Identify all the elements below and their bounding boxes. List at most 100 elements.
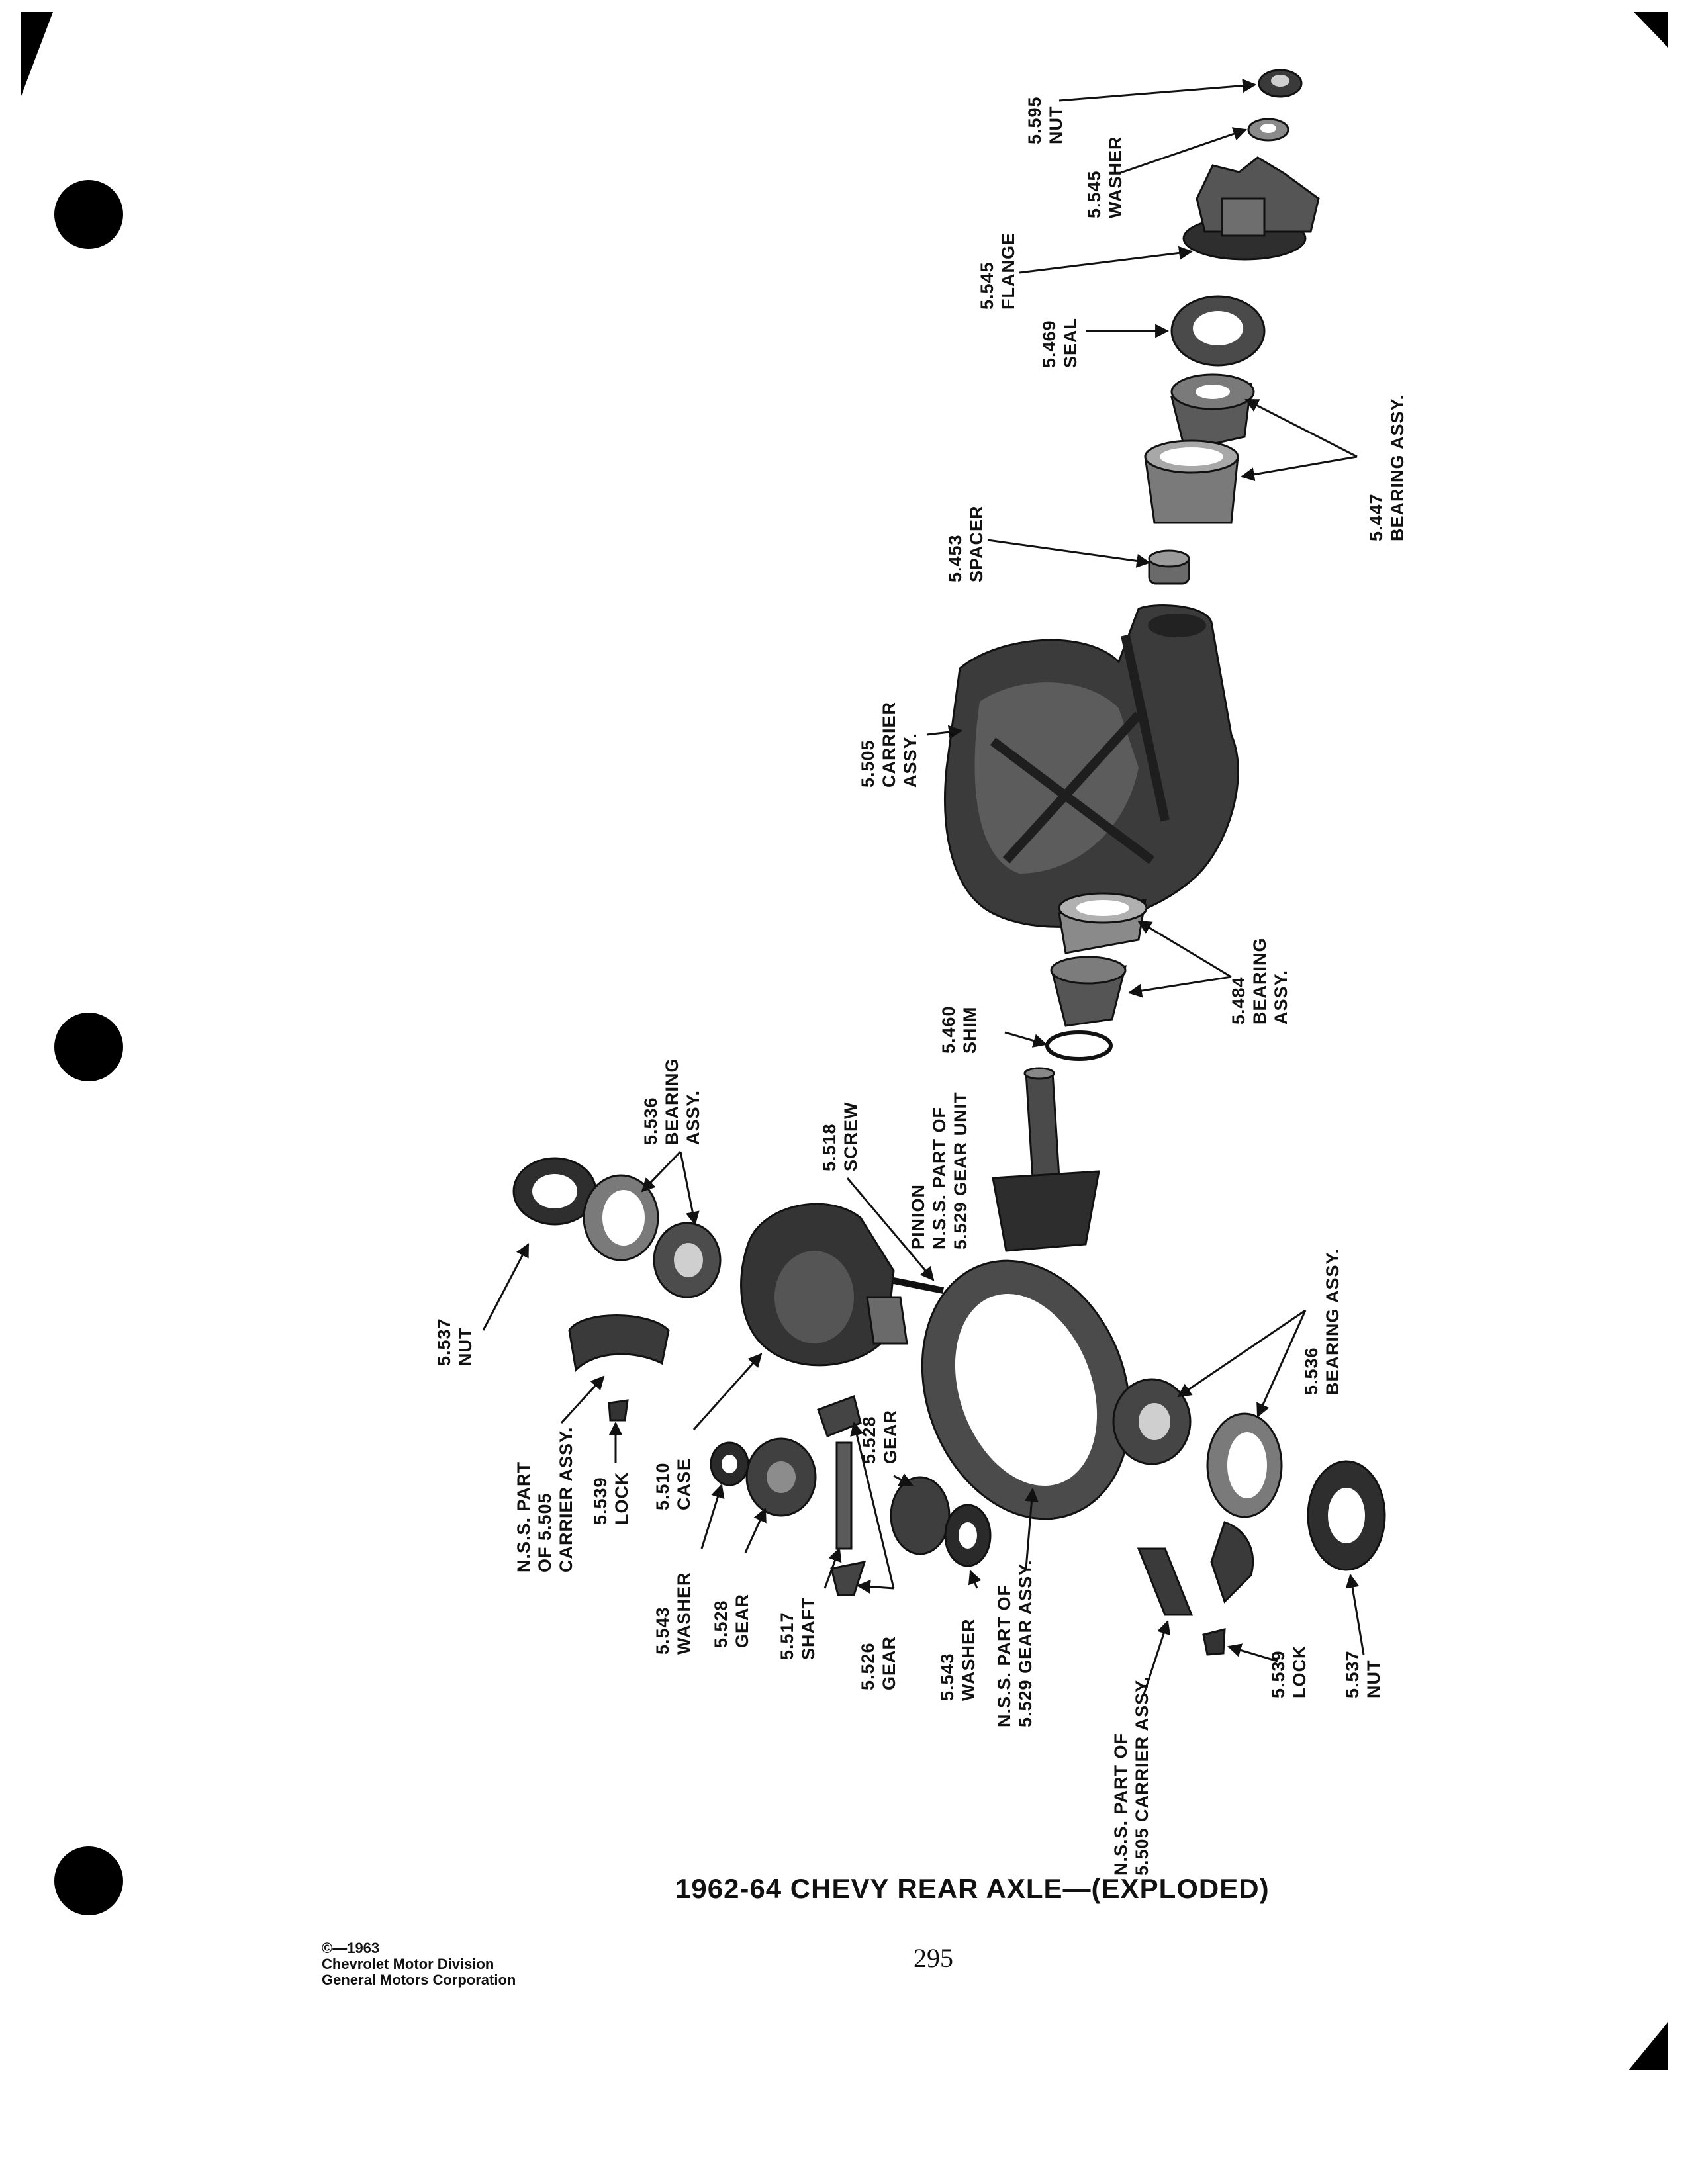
- side-gear-washer-right: [944, 1504, 992, 1567]
- svg-text:5.536: 5.536: [641, 1097, 661, 1145]
- binder-hole-middle: [54, 1013, 123, 1081]
- svg-text:N.S.S. PART OF: N.S.S. PART OF: [929, 1107, 949, 1250]
- page-title: 1962-64 CHEVY REAR AXLE—(EXPLODED): [675, 1873, 1270, 1904]
- svg-text:BEARING: BEARING: [662, 1058, 682, 1145]
- svg-text:SEAL: SEAL: [1060, 318, 1080, 368]
- ring-gear: [921, 1259, 1131, 1520]
- svg-text:5.545: 5.545: [1084, 170, 1104, 218]
- svg-text:ASSY.: ASSY.: [683, 1090, 703, 1145]
- svg-text:GEAR: GEAR: [880, 1410, 900, 1464]
- svg-text:5.529 GEAR ASSY.: 5.529 GEAR ASSY.: [1015, 1559, 1035, 1727]
- svg-text:CARRIER ASSY.: CARRIER ASSY.: [556, 1426, 576, 1572]
- pinion-gear-top: [817, 1395, 862, 1437]
- svg-text:5.517: 5.517: [777, 1612, 797, 1660]
- svg-text:WASHER: WASHER: [1105, 136, 1125, 218]
- callout-5526-gear: 5.526 GEAR: [858, 1636, 899, 1690]
- svg-text:CARRIER: CARRIER: [879, 702, 899, 788]
- side-bearing-cone-left: [653, 1222, 722, 1298]
- callout-5528-gear-upper: 5.528 GEAR: [859, 1410, 900, 1464]
- svg-text:5.460: 5.460: [939, 1005, 959, 1054]
- side-gear-left: [745, 1437, 817, 1517]
- callout-nss-5529-gear-assy: N.S.S. PART OF 5.529 GEAR ASSY.: [994, 1559, 1035, 1727]
- callout-pinion-5529-gear-unit: PINION N.S.S. PART OF 5.529 GEAR UNIT: [908, 1091, 970, 1250]
- svg-text:NUT: NUT: [1046, 106, 1066, 145]
- svg-text:5.505: 5.505: [858, 739, 878, 788]
- callout-5447-bearing-assy: 5.447 BEARING ASSY.: [1366, 394, 1407, 541]
- svg-text:N.S.S. PART: N.S.S. PART: [514, 1461, 534, 1572]
- svg-text:5.537: 5.537: [434, 1318, 454, 1366]
- svg-text:5.539: 5.539: [590, 1477, 610, 1525]
- callout-5510-case: 5.510 CASE: [653, 1458, 694, 1510]
- page-number: 295: [914, 1943, 953, 1973]
- svg-text:5.505 CARRIER ASSY.: 5.505 CARRIER ASSY.: [1132, 1676, 1152, 1876]
- copyright-line: ©—1963: [322, 1940, 380, 1956]
- differential-bearing-cup: [1058, 892, 1148, 954]
- callout-5505-carrier-assy: 5.505 CARRIER ASSY.: [858, 702, 920, 788]
- binder-hole-top: [54, 180, 123, 249]
- svg-text:SPACER: SPACER: [966, 505, 986, 582]
- differential-bearing-cone: [1050, 956, 1127, 1027]
- callout-5539-lock-left: 5.539 LOCK: [590, 1472, 632, 1525]
- svg-text:5.545: 5.545: [977, 261, 997, 310]
- side-bearing-nut-right: [1307, 1460, 1386, 1571]
- callout-5543-washer-right: 5.543 WASHER: [937, 1618, 978, 1701]
- callout-5595-nut: 5.595 NUT: [1025, 96, 1066, 144]
- callout-5453-spacer: 5.453 SPACER: [945, 505, 986, 582]
- svg-text:ASSY.: ASSY.: [1271, 970, 1291, 1024]
- pinion-bearing-cone: [1170, 373, 1255, 451]
- callout-5528-gear-lower: 5.528 GEAR: [711, 1594, 752, 1648]
- lock-right: [1202, 1628, 1226, 1656]
- pinion-gear-bottom: [830, 1561, 867, 1596]
- svg-text:5.528: 5.528: [859, 1416, 879, 1464]
- svg-text:5.518: 5.518: [820, 1123, 839, 1171]
- pinion-shim: [1045, 1030, 1113, 1061]
- svg-text:5.453: 5.453: [945, 534, 965, 582]
- svg-text:5.543: 5.543: [937, 1653, 957, 1701]
- svg-text:SCREW: SCREW: [841, 1102, 861, 1172]
- svg-text:BEARING ASSY.: BEARING ASSY.: [1387, 394, 1407, 541]
- svg-text:GEAR: GEAR: [879, 1636, 899, 1690]
- svg-text:5.484: 5.484: [1229, 976, 1248, 1024]
- svg-text:5.539: 5.539: [1268, 1650, 1288, 1698]
- pinion-bearing-cup: [1144, 439, 1239, 524]
- svg-text:LOCK: LOCK: [1289, 1645, 1309, 1699]
- svg-text:5.526: 5.526: [858, 1642, 878, 1690]
- svg-text:NUT: NUT: [1364, 1660, 1383, 1699]
- svg-text:5.528: 5.528: [711, 1600, 731, 1648]
- pinion-nut: [1258, 69, 1303, 98]
- copyright-notice: ©—1963 Chevrolet Motor Division General …: [322, 1940, 516, 1988]
- svg-text:ASSY.: ASSY.: [900, 733, 920, 788]
- side-gear-washer-left: [710, 1441, 749, 1486]
- svg-text:5.510: 5.510: [653, 1462, 673, 1510]
- differential-case: [740, 1203, 908, 1367]
- side-bearing-cup-right: [1206, 1412, 1283, 1518]
- svg-text:BEARING ASSY.: BEARING ASSY.: [1323, 1248, 1342, 1395]
- callout-nss-5505-carrier-assy-right: N.S.S. PART OF 5.505 CARRIER ASSY.: [1111, 1676, 1152, 1876]
- svg-text:SHIM: SHIM: [960, 1007, 980, 1054]
- svg-text:5.529 GEAR UNIT: 5.529 GEAR UNIT: [951, 1091, 970, 1250]
- pinion-flange: [1182, 156, 1320, 261]
- pinion-spacer: [1148, 549, 1190, 585]
- callout-5537-nut-right: 5.537 NUT: [1342, 1650, 1383, 1698]
- corner-mark-top-left: [21, 12, 53, 96]
- corner-mark-top-right: [1634, 12, 1668, 48]
- callout-5545-washer: 5.545 WASHER: [1084, 136, 1125, 218]
- callout-5545-flange: 5.545 FLANGE: [977, 232, 1018, 310]
- bearing-cap-right: [1137, 1521, 1254, 1616]
- svg-text:N.S.S. PART OF: N.S.S. PART OF: [1111, 1733, 1131, 1876]
- carrier-housing: [944, 604, 1239, 928]
- callout-5518-screw: 5.518 SCREW: [820, 1102, 861, 1172]
- case-screw: [893, 1277, 944, 1294]
- callout-5536-bearing-assy-left: 5.536 BEARING ASSY.: [641, 1058, 703, 1145]
- leader-lines: [482, 79, 1365, 1695]
- callout-5460-shim: 5.460 SHIM: [939, 1005, 980, 1054]
- svg-text:N.S.S. PART OF: N.S.S. PART OF: [994, 1584, 1014, 1727]
- svg-text:5.447: 5.447: [1366, 493, 1386, 541]
- svg-text:LOCK: LOCK: [612, 1472, 632, 1525]
- svg-text:OF 5.505: OF 5.505: [535, 1492, 555, 1572]
- binder-hole-bottom: [54, 1846, 123, 1915]
- svg-text:FLANGE: FLANGE: [998, 232, 1018, 310]
- bearing-cap-left: [568, 1314, 670, 1373]
- svg-text:WASHER: WASHER: [674, 1572, 694, 1655]
